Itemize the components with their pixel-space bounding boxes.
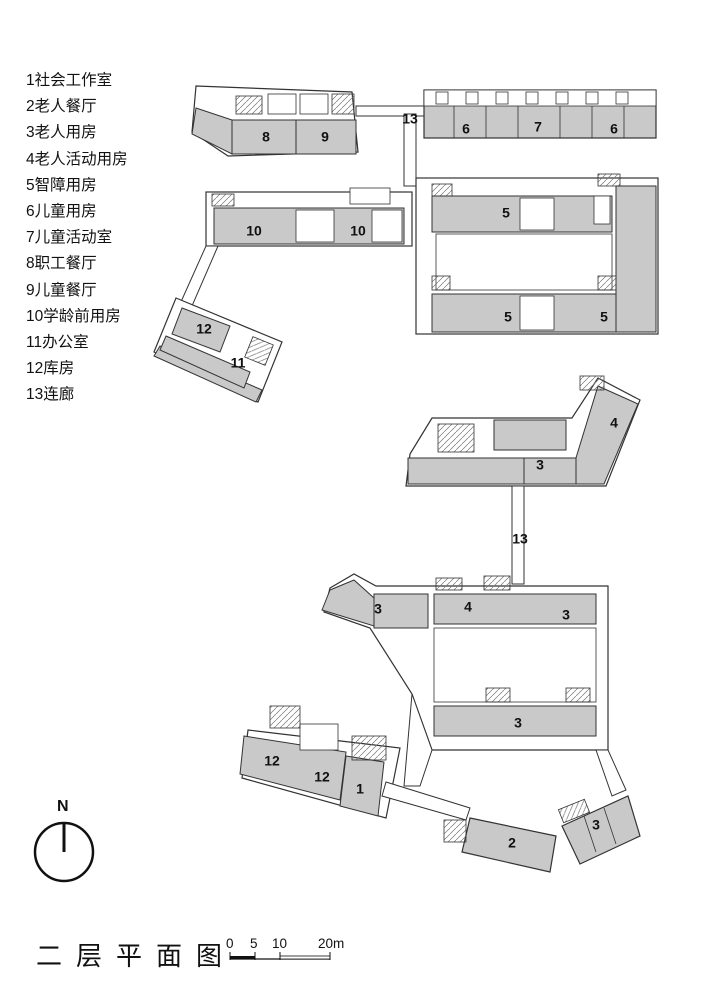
- room-label-9: 9: [321, 129, 329, 145]
- room-labels: 8 9 13 6 7 6 10 10 5 5 5 12 11 4 3 13 3 …: [196, 111, 618, 851]
- north-arrow-icon: [33, 821, 95, 883]
- corridor-bottom: [381, 693, 627, 821]
- wing-storage-office: [153, 297, 283, 403]
- room-label-5: 5: [502, 205, 510, 221]
- room-label-4: 4: [464, 599, 472, 615]
- legend-item: 9儿童餐厅: [26, 281, 97, 299]
- legend-item: 7儿童活动室: [26, 229, 113, 247]
- scale-label-0: 0: [226, 936, 234, 951]
- legend-item: 10学龄前用房: [26, 307, 121, 325]
- room-label-12: 12: [196, 321, 212, 337]
- scale-bar: [229, 952, 331, 960]
- wing-staff-dining: [191, 85, 359, 157]
- room-label-3: 3: [536, 457, 544, 473]
- wing-elderly-southeast: [557, 795, 641, 865]
- legend-item: 11办公室: [26, 334, 89, 352]
- wing-elderly-courtyard: [321, 573, 609, 751]
- scale-label-20m: 20m: [318, 936, 345, 951]
- corridor-diagonal-left: [179, 245, 219, 307]
- legend-item: 12库房: [26, 360, 75, 378]
- room-label-1: 1: [356, 781, 364, 797]
- room-label-12: 12: [264, 753, 280, 769]
- legend-item: 3老人用房: [26, 124, 97, 142]
- legend-item: 5智障用房: [26, 176, 97, 194]
- wing-preschool: [205, 187, 413, 247]
- room-label-7: 7: [534, 119, 542, 135]
- room-label-6: 6: [610, 121, 618, 137]
- legend-item: 2老人餐厅: [26, 98, 97, 116]
- room-label-13: 13: [512, 531, 528, 547]
- room-label-10: 10: [350, 223, 366, 239]
- legend-item: 1社会工作室: [26, 72, 113, 89]
- room-label-13: 13: [402, 111, 418, 127]
- room-label-11: 11: [231, 355, 246, 371]
- room-label-3: 3: [592, 817, 600, 833]
- room-label-3: 3: [374, 601, 382, 617]
- plan-title: 二层平面图: [36, 941, 237, 971]
- wing-children-rooms: [423, 89, 657, 139]
- scale-label-5: 5: [250, 936, 258, 951]
- legend-item: 13连廊: [26, 386, 75, 404]
- legend: 1社会工作室 2老人餐厅 3老人用房 4老人活动用房 5智障用房 6儿童用房 7…: [26, 68, 128, 409]
- wing-social-work: [239, 705, 401, 819]
- room-label-5: 5: [504, 309, 512, 325]
- compass-north-label: N: [57, 798, 69, 815]
- room-label-6: 6: [462, 121, 470, 137]
- corridor-link-middle: [511, 485, 525, 585]
- legend-item: 8职工餐厅: [26, 255, 97, 273]
- legend-item: 4老人活动用房: [26, 150, 128, 168]
- wing-elderly-north: [405, 375, 641, 487]
- scale-label-10: 10: [272, 936, 288, 951]
- wing-disabled-care: [415, 173, 659, 335]
- room-label-12: 12: [314, 769, 330, 785]
- room-label-10: 10: [246, 223, 262, 239]
- room-label-2: 2: [508, 835, 516, 851]
- room-label-3: 3: [562, 607, 570, 623]
- wing-elderly-dining: [443, 817, 557, 873]
- room-label-3: 3: [514, 715, 522, 731]
- room-label-4: 4: [610, 415, 618, 431]
- room-label-8: 8: [262, 129, 270, 145]
- room-label-5: 5: [600, 309, 608, 325]
- legend-item: 6儿童用房: [26, 203, 97, 221]
